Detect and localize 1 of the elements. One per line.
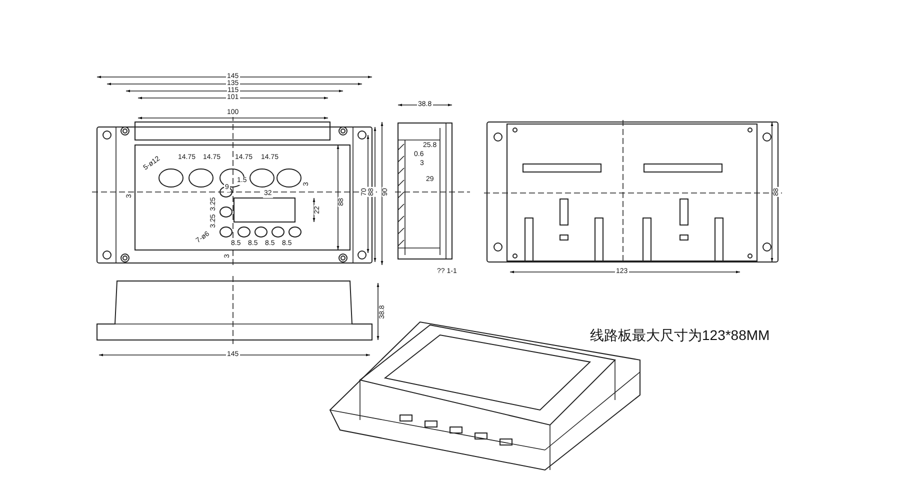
- note-text: 线路板最大尺寸为123*88MM: [589, 327, 771, 343]
